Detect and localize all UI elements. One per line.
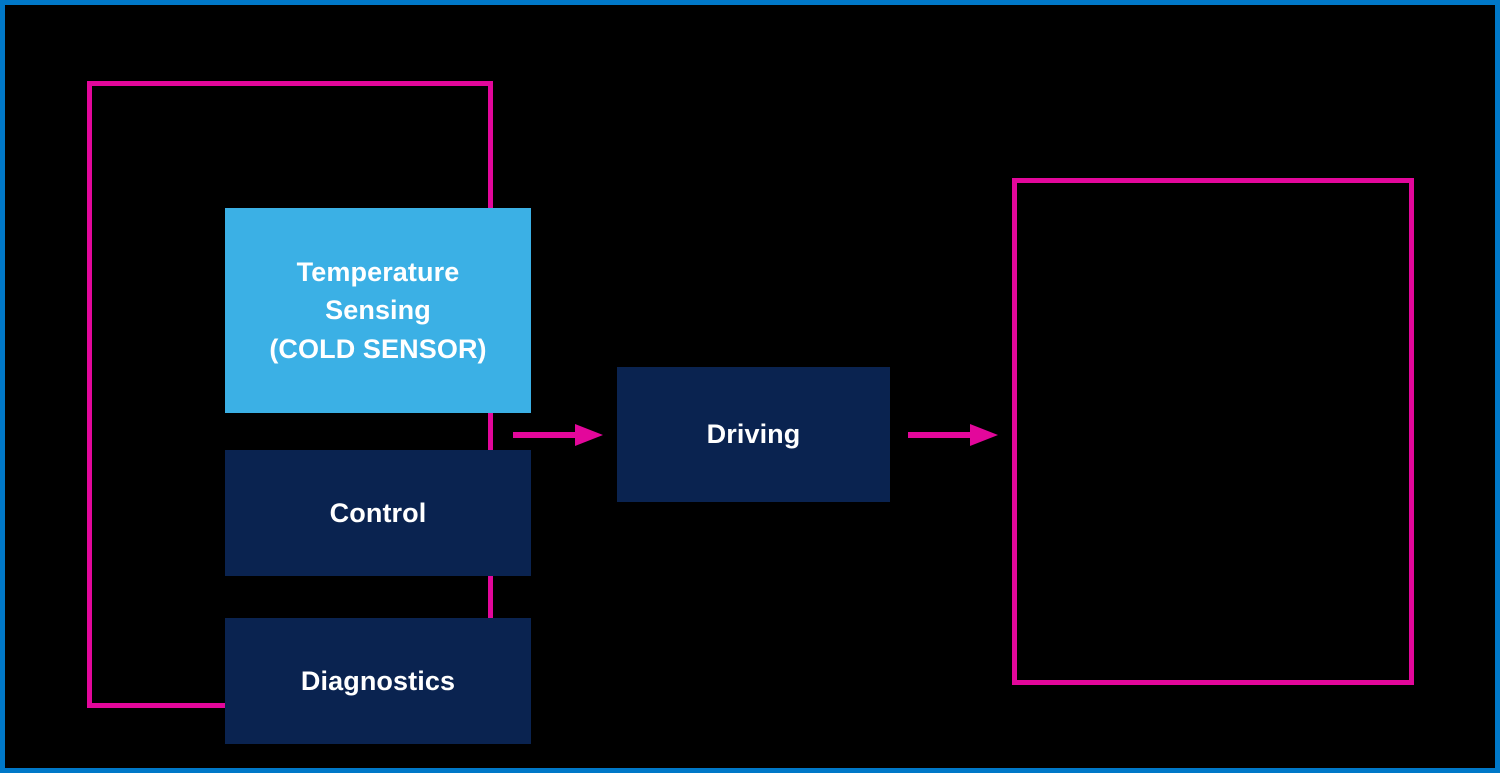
group-cold-side: Temperature Sensing (COLD SENSOR) Contro…	[87, 81, 531, 744]
block-control-label: Control	[329, 497, 427, 528]
block-cold-sensor-label: Temperature Sensing (COLD SENSOR)	[269, 257, 487, 364]
block-cold-sensor[interactable]: Temperature Sensing (COLD SENSOR)	[225, 208, 531, 413]
block-diagnostics[interactable]: Diagnostics	[225, 618, 531, 744]
arrow-right-icon-control-to-driving	[513, 420, 603, 450]
arrow-right-icon-driving-to-hot-side	[908, 420, 998, 450]
block-control[interactable]: Control	[225, 450, 531, 576]
block-driving[interactable]: Driving	[617, 367, 890, 502]
group-hot-side: Temperature Sensing (HOT SENSOR) Power s…	[1012, 178, 1414, 685]
block-driving-label: Driving	[706, 419, 801, 450]
block-diagnostics-label: Diagnostics	[300, 665, 456, 696]
